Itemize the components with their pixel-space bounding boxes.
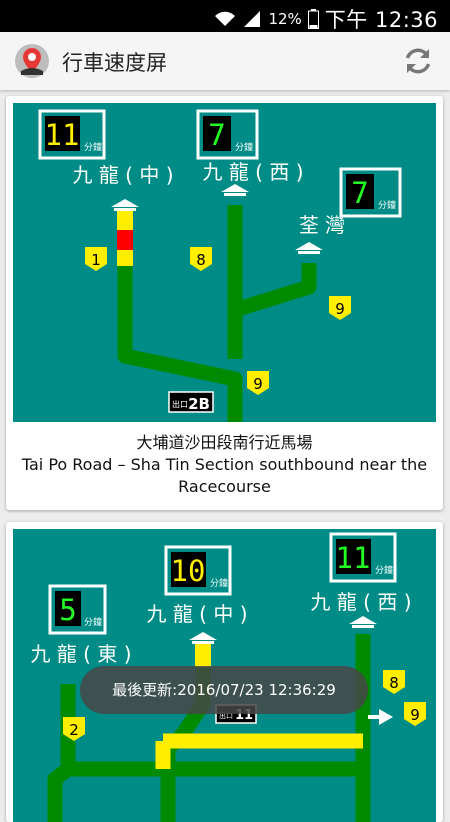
destination-label: 九 龍 ( 西 ): [310, 590, 411, 614]
exit-sign: 出口 2B: [168, 391, 214, 413]
wifi-icon: [215, 11, 236, 26]
timer-unit: 分鐘: [378, 199, 396, 211]
timer-box: 5 分鐘: [48, 584, 107, 635]
timer-minutes: 11: [45, 118, 80, 152]
svg-text:2: 2: [69, 721, 79, 739]
route-shield: 9: [329, 296, 351, 320]
route-shield: 9: [247, 371, 269, 395]
signal-icon: [244, 11, 261, 27]
svg-text:1: 1: [91, 251, 101, 269]
svg-text:8: 8: [196, 251, 206, 269]
speed-map-board: 11 分鐘 7 分鐘 7 分鐘 九 龍 ( 中 ) 九 龍 ( 西 ) 荃 灣 …: [13, 103, 436, 422]
app-bar: 行車速度屏: [0, 32, 450, 90]
timer-unit: 分鐘: [375, 564, 393, 576]
svg-text:9: 9: [335, 300, 345, 318]
timer-box: 11 分鐘: [329, 532, 397, 583]
caption-en: Tai Po Road – Sha Tin Section southbound…: [21, 455, 428, 496]
caption-zh: 大埔道沙田段南行近馬場: [136, 433, 313, 452]
timer-box: 11 分鐘: [38, 109, 106, 160]
timer-minutes: 11: [336, 541, 371, 575]
clock: 下午 12:36: [324, 8, 438, 32]
app-logo-icon: [15, 44, 49, 78]
timer-unit: 分鐘: [84, 141, 102, 153]
destination-label: 荃 灣: [299, 213, 345, 237]
timer-minutes: 5: [59, 593, 76, 627]
timer-minutes: 7: [208, 118, 225, 152]
timer-minutes: 7: [351, 176, 368, 210]
refresh-icon[interactable]: [402, 45, 434, 77]
route-shield: 8: [383, 670, 405, 694]
route-shield: 2: [63, 717, 85, 741]
destination-label: 九 龍 ( 東 ): [30, 642, 131, 666]
card-caption: 大埔道沙田段南行近馬場 Tai Po Road – Sha Tin Sectio…: [6, 432, 443, 498]
timer-minutes: 10: [171, 554, 206, 588]
svg-text:出口: 出口: [172, 399, 188, 409]
destination-label: 九 龍 ( 西 ): [202, 160, 303, 184]
last-updated-toast: 最後更新:2016/07/23 12:36:29: [80, 666, 368, 714]
svg-text:出口: 出口: [219, 711, 233, 720]
timer-unit: 分鐘: [210, 577, 228, 589]
route-shield: 8: [190, 247, 212, 271]
route-shield: 9: [404, 702, 426, 726]
destination-label: 九 龍 ( 中 ): [72, 163, 173, 187]
status-bar: 12% 下午 12:36: [0, 0, 450, 32]
timer-box: 10 分鐘: [164, 545, 232, 596]
timer-unit: 分鐘: [84, 616, 102, 628]
svg-text:9: 9: [253, 375, 263, 393]
battery-percent: 12%: [268, 10, 302, 28]
speed-map-card[interactable]: 11 分鐘 7 分鐘 7 分鐘 九 龍 ( 中 ) 九 龍 ( 西 ) 荃 灣 …: [6, 96, 443, 510]
route-shield: 1: [85, 247, 107, 271]
svg-text:2B: 2B: [188, 395, 210, 413]
app-title: 行車速度屏: [62, 51, 167, 75]
destination-label: 九 龍 ( 中 ): [146, 602, 247, 626]
timer-unit: 分鐘: [235, 141, 253, 153]
svg-text:8: 8: [389, 674, 399, 692]
svg-text:9: 9: [410, 706, 420, 724]
timer-box: 7 分鐘: [196, 109, 259, 160]
battery-icon: [307, 9, 319, 29]
timer-box: 7 分鐘: [339, 167, 402, 218]
